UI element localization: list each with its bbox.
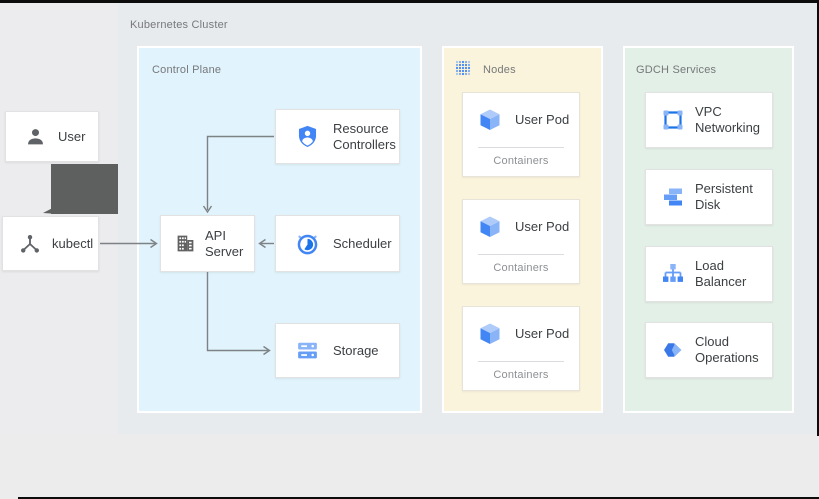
persistent-disk-box: Persistent Disk <box>645 169 773 225</box>
divider <box>478 254 564 255</box>
vpc-icon <box>663 110 683 130</box>
divider <box>478 147 564 148</box>
load-balancer-label: Load Balancer <box>695 258 747 289</box>
containers-label: Containers <box>493 155 549 167</box>
load-balancer-box: Load Balancer <box>645 246 773 302</box>
containers-label: Containers <box>493 369 549 381</box>
kubectl-icon <box>21 234 39 253</box>
gdch-services-label: GDCH Services <box>636 64 717 76</box>
scheduler-label: Scheduler <box>333 235 392 251</box>
resource-controllers-box: Resource Controllers <box>275 109 400 164</box>
kubernetes-cluster-label: Kubernetes Cluster <box>130 19 228 31</box>
cloud-operations-label: Cloud Operations <box>695 334 759 365</box>
api-server-box: API Server <box>160 215 255 272</box>
screenshot-edge-top <box>0 0 819 3</box>
screenshot-edge-bottom <box>18 497 819 499</box>
vpc-networking-label: VPC Networking <box>695 104 761 135</box>
storage-label: Storage <box>333 342 379 358</box>
scheduler-box: Scheduler <box>275 215 400 272</box>
user-pod-label: User Pod <box>515 326 570 341</box>
user-box: User <box>5 111 99 162</box>
resource-controllers-label: Resource Controllers <box>333 120 396 152</box>
user-pod-card: User Pod Containers <box>462 306 580 391</box>
cube-icon <box>480 323 500 344</box>
user-pod-label: User Pod <box>515 112 570 127</box>
user-pod-label: User Pod <box>515 219 570 234</box>
user-pod-card: User Pod Containers <box>462 92 580 177</box>
kubectl-box: kubectl <box>2 216 99 271</box>
storage-box: Storage <box>275 323 400 378</box>
cube-icon <box>480 109 500 130</box>
dot-grid-icon <box>455 60 471 76</box>
clock-icon <box>297 234 318 255</box>
kubectl-label: kubectl <box>52 236 94 251</box>
user-pod-card: User Pod Containers <box>462 199 580 284</box>
storage-racks-icon <box>298 342 317 359</box>
user-label: User <box>58 129 86 144</box>
bottom-gray-area <box>0 434 819 499</box>
divider <box>478 361 564 362</box>
persistent-disk-icon <box>664 188 682 206</box>
cube-icon <box>480 216 500 237</box>
building-icon <box>177 235 194 252</box>
control-plane-label: Control Plane <box>152 64 222 76</box>
persistent-disk-label: Persistent Disk <box>695 181 753 212</box>
shield-person-icon <box>298 125 317 148</box>
nodes-label: Nodes <box>483 64 516 76</box>
cloud-operations-icon <box>664 343 682 357</box>
api-server-label: API Server <box>205 227 244 259</box>
vpc-networking-box: VPC Networking <box>645 92 773 148</box>
cloud-operations-box: Cloud Operations <box>645 322 773 378</box>
person-icon <box>28 129 43 145</box>
load-balancer-icon <box>663 264 683 282</box>
containers-label: Containers <box>493 262 549 274</box>
screenshot-edge-right <box>817 0 819 436</box>
